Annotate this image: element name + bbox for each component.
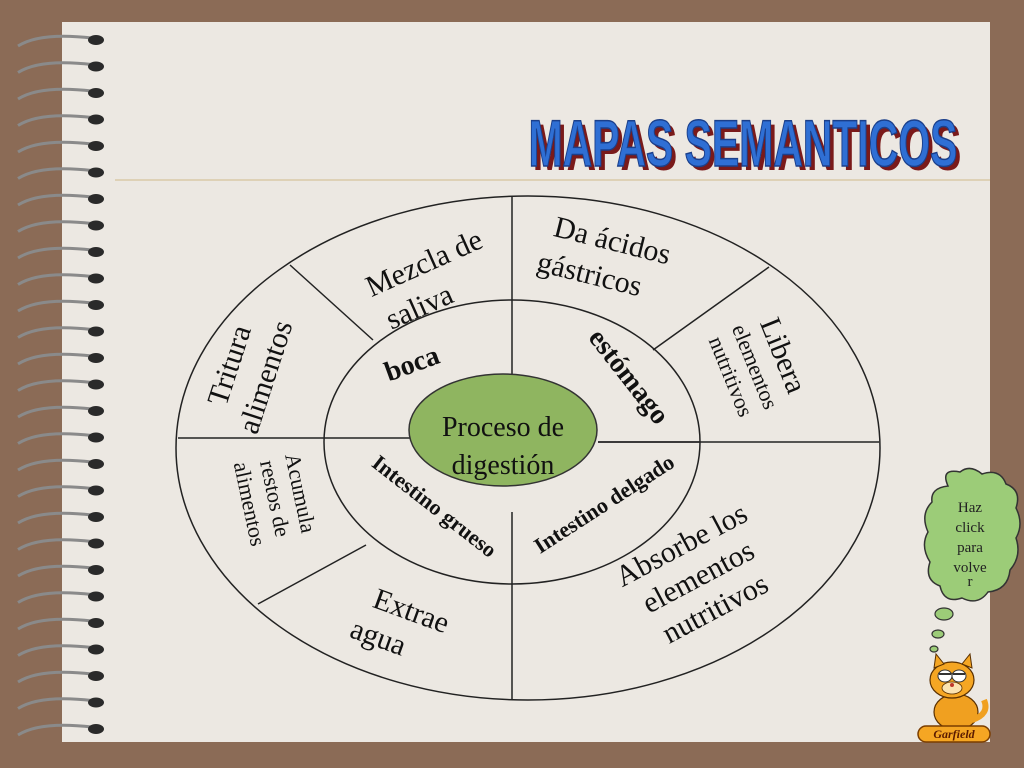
spiral-ring (17, 697, 93, 710)
spiral-hole (88, 220, 104, 231)
spiral-hole (88, 538, 104, 549)
organ-boca: boca (380, 340, 443, 388)
function-libera: Libera elementos nutritivos (704, 313, 813, 420)
spiral-hole (88, 512, 104, 522)
thought-bubble-button[interactable] (918, 466, 1024, 666)
center-node (408, 373, 598, 487)
function-acumula: Acumula restos de alimentos (229, 451, 322, 548)
spiral-ring (17, 220, 93, 233)
function-absorbe: Absorbe los elementos nutritivos (610, 497, 774, 651)
spiral-ring (17, 538, 93, 551)
spiral-hole (88, 379, 104, 390)
spiral-ring (17, 670, 93, 684)
spiral-ring (17, 564, 93, 578)
spiral-hole (88, 671, 104, 681)
spiral-hole (88, 61, 104, 72)
outer-ring (175, 195, 881, 701)
organ-dividers (324, 300, 700, 584)
spiral-hole (88, 591, 104, 602)
back-label-line1: Haz (957, 500, 983, 516)
spiral-hole (88, 459, 104, 469)
spiral-ring (17, 167, 93, 180)
spiral-hole (88, 300, 104, 310)
back-label-line2: click (955, 520, 985, 536)
spiral-ring (17, 458, 93, 472)
spiral-hole (88, 141, 104, 151)
spiral-ring (17, 511, 93, 525)
spiral-ring (17, 193, 93, 207)
title-shadow: MAPAS SEMANTICOS (533, 110, 962, 180)
spiral-ring (17, 591, 93, 604)
function-extrae: Extrae agua (346, 582, 454, 662)
spiral-hole (88, 724, 104, 734)
spiral-ring (17, 87, 93, 101)
back-label-line5: r (967, 574, 973, 590)
center-label-line2: digestión (452, 450, 555, 481)
spiral-hole (88, 167, 104, 178)
spiral-hole (88, 194, 104, 204)
spiral-hole (88, 273, 104, 284)
spiral-hole (88, 432, 104, 443)
spiral-ring (17, 405, 93, 419)
center-label-line1: Proceso de (442, 412, 564, 443)
garfield-logo-text: Garfield (933, 727, 975, 741)
spiral-ring (17, 432, 93, 445)
organ-estomago: estómago (582, 323, 675, 430)
spiral-hole (88, 618, 104, 628)
spiral-ring (17, 379, 93, 392)
spiral-ring (17, 246, 93, 260)
spiral-ring (17, 140, 93, 154)
spiral-ring (17, 352, 93, 366)
spiral-hole (88, 247, 104, 257)
garfield-logo: Garfield (917, 652, 991, 743)
spiral-ring (17, 723, 93, 737)
spiral-ring (17, 273, 93, 286)
spiral-ring (17, 617, 93, 631)
spiral-ring (17, 644, 93, 657)
spiral-ring (17, 485, 93, 498)
spiral-binding (17, 34, 104, 737)
back-label-line3: para (957, 540, 983, 556)
spiral-hole (88, 353, 104, 363)
page-title: MAPAS SEMANTICOS MAPAS SEMANTICOS (528, 105, 962, 180)
function-acidos: Da ácidos gástricos (534, 210, 674, 303)
spiral-hole (88, 88, 104, 98)
spiral-hole (88, 485, 104, 496)
spiral-hole (88, 565, 104, 575)
spiral-hole (88, 326, 104, 337)
back-label-line4: volve (953, 560, 987, 576)
spiral-hole (88, 35, 104, 45)
function-tritura: Tritura alimentos (201, 317, 299, 438)
spiral-ring (17, 114, 93, 127)
spiral-ring (17, 34, 93, 48)
spiral-ring (17, 61, 93, 74)
function-mezcla: Mezcla de saliva (361, 223, 488, 336)
back-button-label[interactable]: Haz click para volve r (934, 498, 1006, 592)
spiral-hole (88, 644, 104, 655)
spiral-ring (17, 326, 93, 339)
spiral-hole (88, 406, 104, 416)
spiral-hole (88, 114, 104, 125)
spiral-ring (17, 299, 93, 313)
title-text: MAPAS SEMANTICOS (529, 106, 958, 180)
spiral-hole (88, 697, 104, 708)
